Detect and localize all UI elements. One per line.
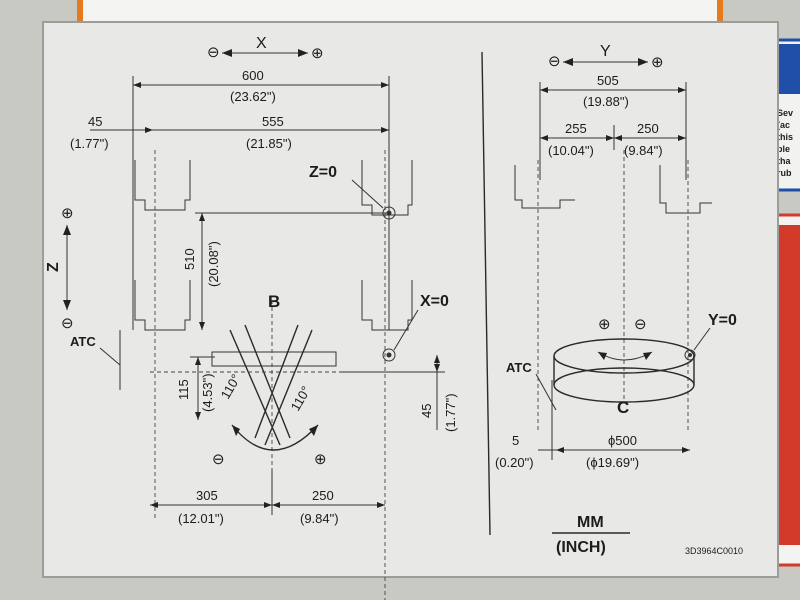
atc-right-label: ATC <box>506 360 532 375</box>
dim-5: 5 <box>512 433 519 448</box>
dim-600: 600 <box>242 68 264 83</box>
label-x0: X=0 <box>420 293 449 310</box>
b-axis-table <box>150 300 345 470</box>
dim-510: 510 <box>182 248 197 270</box>
dim-250-top: 250 <box>637 121 659 136</box>
part-number: 3D3964C0010 <box>685 546 743 556</box>
dim-305: 305 <box>196 488 218 503</box>
z-axis-indicator: ⊕ ⊖ Z <box>45 205 74 332</box>
y-axis-indicator: ⊖ ⊕ Y <box>548 43 664 71</box>
x-axis-indicator: ⊖ ⊕ X <box>207 35 324 62</box>
label-b: B <box>268 292 280 311</box>
side-text-6: rub <box>777 168 792 178</box>
dim-500-inch: (ϕ19.69") <box>586 455 639 470</box>
x-plus-icon: ⊕ <box>311 45 324 62</box>
rot-minus-icon: ⊖ <box>212 451 225 468</box>
z-plus-icon: ⊕ <box>61 205 74 222</box>
y-minus-icon: ⊖ <box>548 53 561 70</box>
x-minus-icon: ⊖ <box>207 44 220 61</box>
dim-500: ϕ500 <box>608 433 637 448</box>
dim-45-mid: 45 <box>419 404 434 418</box>
dim-255: 255 <box>565 121 587 136</box>
dim-45-mid-inch: (1.77") <box>443 393 458 432</box>
dim-505: 505 <box>597 73 619 88</box>
z-axis-label: Z <box>45 262 62 272</box>
diagram-panel <box>42 21 779 578</box>
dim-5-inch: (0.20") <box>495 455 534 470</box>
dim-505-inch: (19.88") <box>583 94 629 109</box>
dim-115-inch: (4.53") <box>200 373 215 412</box>
dim-250-top-inch: (9.84") <box>624 143 663 158</box>
side-text-2: (ac <box>777 120 790 130</box>
side-text-4: ple <box>777 144 790 154</box>
dim-45-top-inch: (1.77") <box>70 136 109 151</box>
c-plus-icon: ⊕ <box>598 316 611 333</box>
dim-600-inch: (23.62") <box>230 89 276 104</box>
c-minus-icon: ⊖ <box>634 316 647 333</box>
dim-255-inch: (10.04") <box>548 143 594 158</box>
y-axis-label: Y <box>600 43 611 60</box>
dim-555: 555 <box>262 114 284 129</box>
dim-510-inch: (20.08") <box>206 241 221 287</box>
side-text-3: this <box>777 132 793 142</box>
dim-555-inch: (21.85") <box>246 136 292 151</box>
c-axis-rotary-table <box>553 338 696 403</box>
top-sticker <box>77 0 723 27</box>
side-text-5: tha <box>777 156 791 166</box>
z-minus-icon: ⊖ <box>61 315 74 332</box>
dim-115: 115 <box>176 379 191 400</box>
dim-45-top: 45 <box>88 114 102 129</box>
dim-250-bottom: 250 <box>312 488 334 503</box>
rot-plus-icon: ⊕ <box>314 451 327 468</box>
dim-305-inch: (12.01") <box>178 511 224 526</box>
atc-left-label: ATC <box>70 334 96 349</box>
side-text-1: Sev <box>777 108 793 118</box>
dim-250-bottom-inch: (9.84") <box>300 511 339 526</box>
units-mm: MM <box>577 514 604 531</box>
label-c: C <box>617 398 629 417</box>
label-y0: Y=0 <box>708 312 737 329</box>
units-inch: (INCH) <box>556 539 606 556</box>
label-z0: Z=0 <box>309 164 337 181</box>
y-plus-icon: ⊕ <box>651 54 664 71</box>
x-axis-label: X <box>256 35 267 52</box>
panel-divider <box>481 51 491 536</box>
